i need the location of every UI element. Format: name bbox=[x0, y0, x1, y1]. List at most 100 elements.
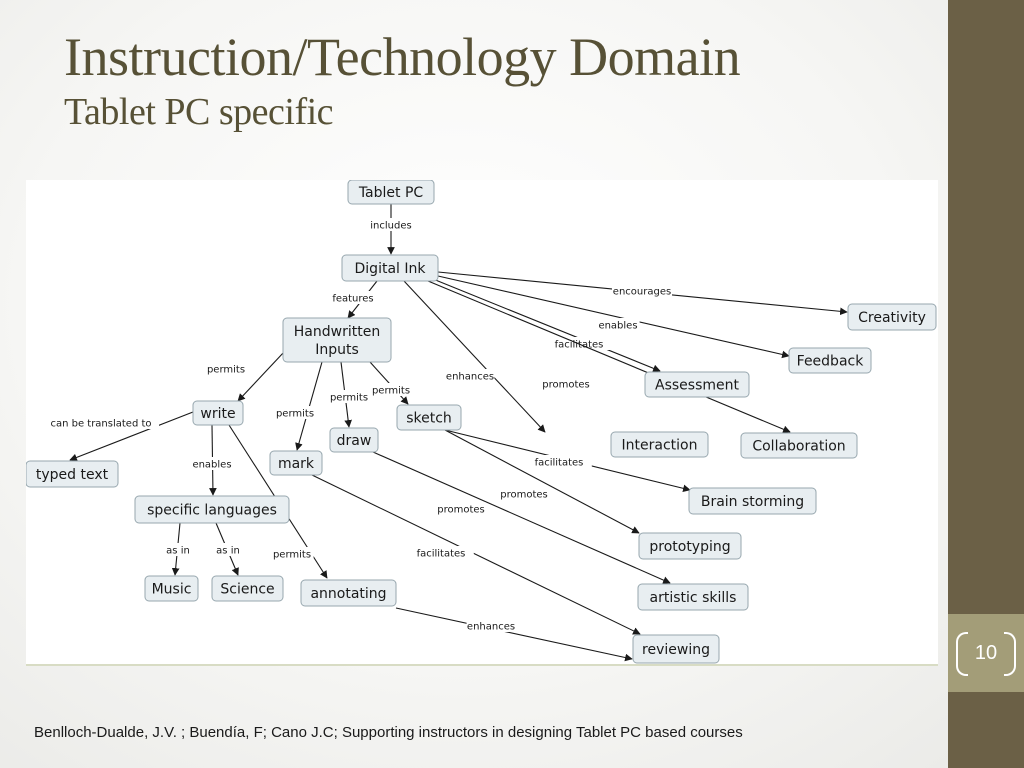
concept-node-label: Science bbox=[220, 582, 274, 598]
link-phrase-text: enables bbox=[192, 460, 231, 471]
link-phrase: permits bbox=[327, 390, 371, 404]
citation-footer: Benlloch-Dualde, J.V. ; Buendía, F; Cano… bbox=[34, 724, 743, 741]
concept-node-box bbox=[300, 579, 397, 607]
concept-node-label: Inputs bbox=[315, 342, 359, 358]
concept-node-assessment: Assessment bbox=[644, 371, 750, 398]
concept-node-box bbox=[637, 583, 749, 611]
left-bracket-icon bbox=[956, 632, 968, 676]
link-phrase-background bbox=[612, 284, 672, 297]
link-phrase-background bbox=[445, 369, 495, 382]
link-phrase: enables bbox=[190, 457, 234, 471]
link-phrase: permits bbox=[369, 383, 413, 397]
link-phrase-text: facilitates bbox=[417, 549, 466, 560]
link-phrase-background bbox=[408, 546, 474, 559]
concept-node-label: sketch bbox=[406, 411, 452, 427]
concept-node-box bbox=[341, 254, 439, 282]
link-phrase-background bbox=[596, 318, 640, 331]
link-phrase: promotes bbox=[436, 502, 486, 516]
connector-digital_ink-feedback bbox=[437, 275, 790, 359]
concept-node-specific-languages: specific languages bbox=[134, 495, 290, 524]
concept-node-mark: mark bbox=[269, 450, 323, 476]
link-phrase-text: enables bbox=[598, 321, 637, 332]
concept-node-box bbox=[610, 431, 709, 458]
link-phrase-text: features bbox=[332, 294, 373, 305]
right-bracket-icon bbox=[1004, 632, 1016, 676]
concept-node-label: Handwritten bbox=[294, 324, 380, 340]
slide-title: Instruction/Technology Domain bbox=[64, 27, 741, 87]
concept-node-label: reviewing bbox=[642, 642, 710, 658]
concept-node-box bbox=[192, 400, 244, 426]
concept-node-box bbox=[632, 634, 720, 664]
link-phrase: permits bbox=[204, 362, 248, 376]
concept-node-label: draw bbox=[337, 433, 372, 449]
link-phrase-text: facilitates bbox=[555, 340, 604, 351]
connector-draw-artistic_skills bbox=[372, 451, 671, 584]
link-phrase-background bbox=[43, 416, 159, 429]
link-phrase-text: permits bbox=[273, 550, 311, 561]
link-phrase-text: enhances bbox=[467, 622, 515, 633]
link-phrase: as in bbox=[162, 543, 194, 557]
concept-node-label: Assessment bbox=[655, 378, 739, 394]
concept-node-box bbox=[269, 450, 323, 476]
concept-node-box bbox=[396, 404, 462, 431]
connector-annotating-reviewing bbox=[395, 607, 633, 662]
link-phrase: as in bbox=[212, 543, 244, 557]
concept-node-typed-text: typed text bbox=[26, 460, 119, 488]
concept-node-collaboration: Collaboration bbox=[740, 432, 858, 459]
link-phrase: promotes bbox=[499, 487, 549, 501]
page-number: 10 bbox=[974, 642, 998, 664]
link-phrase: enhances bbox=[445, 369, 495, 383]
concept-node-box bbox=[144, 575, 199, 602]
concept-node-label: Brain storming bbox=[701, 494, 804, 510]
concept-node-tablet-pc: Tablet PC bbox=[347, 180, 435, 205]
concept-node-annotating: annotating bbox=[300, 579, 397, 607]
concept-node-digital-ink: Digital Ink bbox=[341, 254, 439, 282]
link-phrase: features bbox=[328, 291, 378, 305]
connector-digital_ink-interaction bbox=[403, 280, 546, 433]
connector-digital_ink-assessment bbox=[432, 278, 661, 372]
link-phrase-text: can be translated to bbox=[50, 419, 151, 430]
concept-node-label: artistic skills bbox=[650, 590, 737, 606]
link-phrase-text: permits bbox=[330, 393, 368, 404]
concept-node-label: specific languages bbox=[147, 503, 277, 519]
concept-node-interaction: Interaction bbox=[610, 431, 709, 458]
link-phrase-background bbox=[190, 457, 234, 470]
link-phrase-text: promotes bbox=[500, 490, 548, 501]
concept-node-box bbox=[688, 487, 817, 515]
concept-node-box bbox=[644, 371, 750, 398]
concept-node-label: typed text bbox=[36, 467, 109, 483]
link-phrase-background bbox=[466, 619, 516, 632]
concept-map: includesfeaturesencouragesenablesfacilit… bbox=[26, 180, 937, 664]
concept-node-box bbox=[26, 460, 119, 488]
concept-node-feedback: Feedback bbox=[788, 347, 872, 374]
connector-handwritten_inputs-write bbox=[237, 351, 285, 402]
concept-node-box bbox=[329, 427, 379, 453]
concept-node-box bbox=[347, 180, 435, 205]
concept-node-label: Feedback bbox=[797, 354, 865, 370]
connector-write-typed_text bbox=[69, 411, 194, 462]
link-phrase-background bbox=[328, 291, 378, 304]
slide-subtitle: Tablet PC specific bbox=[64, 91, 334, 133]
link-phrase-text: permits bbox=[372, 386, 410, 397]
concept-node-label: mark bbox=[278, 456, 315, 472]
link-phrase-text: encourages bbox=[613, 287, 671, 298]
concept-node-box bbox=[282, 317, 392, 363]
link-phrase-background bbox=[204, 362, 248, 375]
link-phrase-background bbox=[162, 543, 194, 556]
concept-node-box bbox=[134, 495, 290, 524]
link-phrase-background bbox=[369, 383, 413, 396]
concept-node-box bbox=[788, 347, 872, 374]
concept-node-label: Tablet PC bbox=[358, 185, 424, 201]
link-phrase-text: promotes bbox=[542, 380, 590, 391]
concept-node-creativity: Creativity bbox=[847, 303, 937, 331]
connector-mark-reviewing bbox=[311, 474, 641, 635]
concept-node-label: Creativity bbox=[858, 310, 926, 326]
link-phrase-text: promotes bbox=[437, 505, 485, 516]
concept-node-sketch: sketch bbox=[396, 404, 462, 431]
link-phrase: encourages bbox=[612, 284, 672, 298]
link-phrase: enables bbox=[596, 318, 640, 332]
link-phrase-background bbox=[436, 502, 486, 515]
concept-node-science: Science bbox=[211, 575, 284, 602]
concept-node-label: Digital Ink bbox=[355, 261, 427, 277]
